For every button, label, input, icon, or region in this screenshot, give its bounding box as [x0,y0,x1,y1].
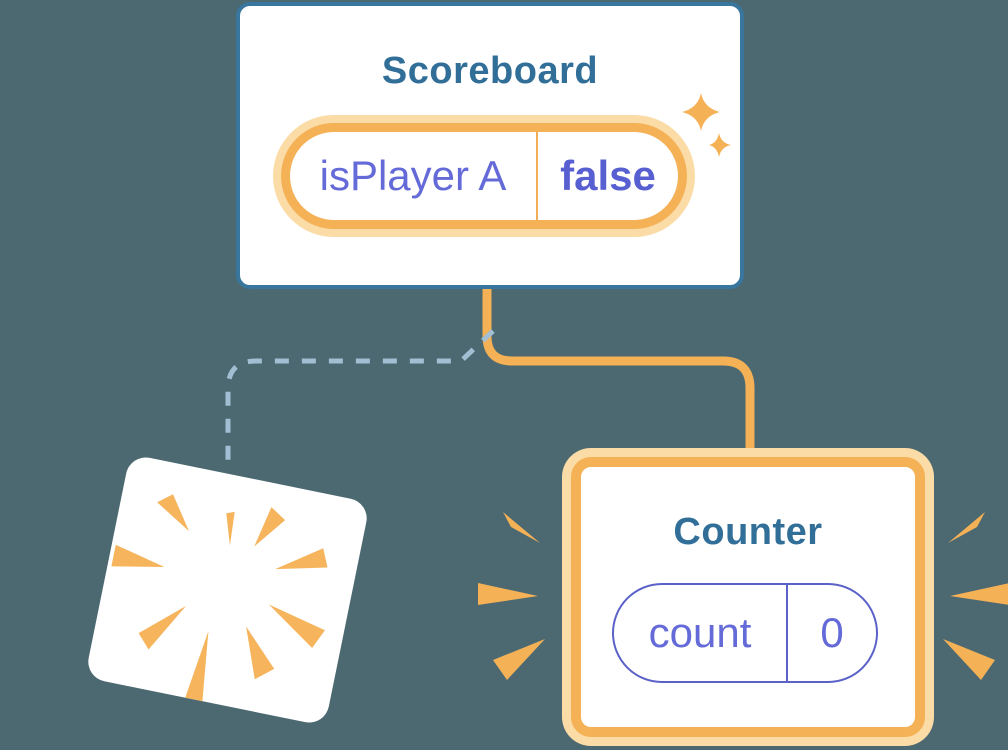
removed-component-card [84,453,371,727]
connector-active-line [482,287,755,453]
poof-burst-icon [111,494,328,710]
state-value-label: false [560,152,656,199]
scoreboard-title: Scoreboard [381,50,599,92]
state-name-label: count [614,585,788,681]
counter-component-card: Counter count 0 [571,457,925,737]
counter-state-pill: count 0 [612,583,878,683]
connector-removed-dashed-line [225,329,495,470]
state-value-label: 0 [820,609,844,656]
counter-title: Counter [673,511,823,553]
scoreboard-state-pill: isPlayer A false [281,123,687,229]
state-name-label: isPlayer A [290,132,538,220]
scoreboard-component-card: Scoreboard isPlayer A false [236,2,744,289]
